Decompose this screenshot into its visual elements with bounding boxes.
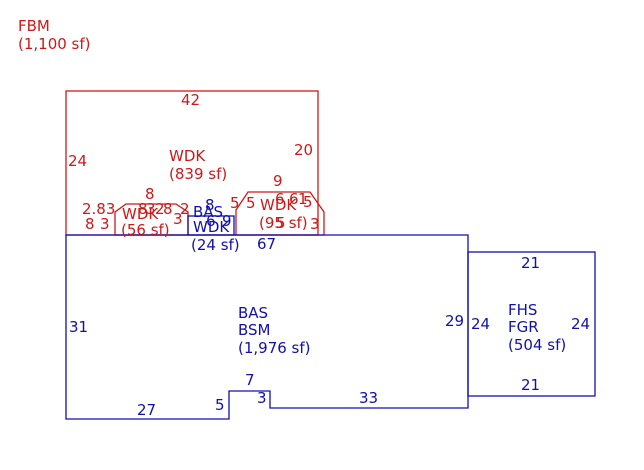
dim-5-c: 5 [303, 193, 313, 211]
dim-9: 9 [273, 172, 283, 190]
fbm-area: (1,100 sf) [18, 35, 91, 53]
dim-fhs-24-right: 24 [571, 315, 590, 333]
main-code-bas: BAS [238, 304, 268, 322]
dim-main-5: 5 [215, 396, 225, 414]
dim-9a: 9 [222, 212, 232, 230]
dim-fhs-24-left: 24 [471, 315, 490, 333]
wdk-small-area: (24 sf) [191, 236, 240, 254]
wdk-small-code: WDK [193, 218, 230, 236]
dim-right-20: 20 [294, 141, 313, 159]
wdk-main-code: WDK [169, 147, 206, 165]
dim-8-left: 8 [85, 215, 95, 233]
dim-5-a: 5 [230, 194, 240, 212]
dim-3-left: 3 [100, 215, 110, 233]
dim-6: 6 [275, 190, 285, 208]
dim-fhs-21-bottom: 21 [521, 376, 540, 394]
dim-left-24: 24 [68, 152, 87, 170]
dim-8-top: 8 [145, 185, 155, 203]
dim-main-29: 29 [445, 312, 464, 330]
wdk-left-code: WDK [122, 205, 159, 223]
dim-main-3: 3 [257, 389, 267, 407]
dim-6a: 6 [206, 212, 216, 230]
fhs-code: FHS [508, 301, 537, 319]
wdk-main-area: (839 sf) [169, 165, 227, 183]
wdk-right-code: WDK [260, 196, 297, 214]
dim-main-27: 27 [137, 401, 156, 419]
dim-main-33: 33 [359, 389, 378, 407]
overlap-3: 3 [146, 200, 156, 218]
dim-1: 1 [298, 190, 308, 208]
main-code-bsm: BSM [238, 321, 271, 339]
overlap-8a: 8 [138, 200, 148, 218]
dim-fhs-21-top: 21 [521, 254, 540, 272]
wdk-right-area: (95 sf) [259, 214, 308, 232]
dim-main-67: 67 [257, 235, 276, 253]
fbm-code: FBM [18, 17, 50, 35]
fhs-area: (504 sf) [508, 336, 566, 354]
overlap-2b: 2 [180, 200, 190, 218]
bas-small-code: BAS [193, 203, 223, 221]
dim-3-right: 3 [310, 215, 320, 233]
fgr-code: FGR [508, 318, 539, 336]
overlap-2a: 2 [155, 200, 165, 218]
dim-2-83: 2.83 [82, 200, 115, 218]
garage-outline [467, 251, 596, 397]
overlap-8b: 8 [163, 200, 173, 218]
dim-5-d: 5 [276, 214, 286, 232]
dim-5-b: 5 [246, 194, 256, 212]
bas-small-8: 8 [205, 196, 215, 214]
wdk-left-area: (56 sf) [121, 221, 170, 239]
dim-6-1: 6 [289, 190, 299, 208]
dim-3-mid: 3 [173, 210, 183, 228]
dim-main-7: 7 [245, 371, 255, 389]
main-area: (1,976 sf) [238, 339, 311, 357]
dim-top-42: 42 [181, 91, 200, 109]
dim-main-31: 31 [69, 318, 88, 336]
